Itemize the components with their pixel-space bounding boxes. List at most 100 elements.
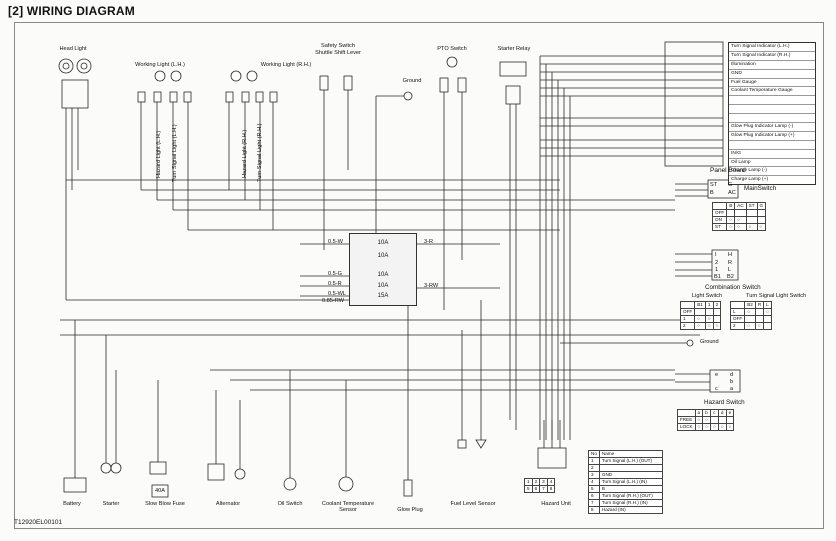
table-cell (729, 301, 746, 309)
shuttle-shift-lever-label: Shuttle Shift Lever (315, 50, 361, 56)
panel-board-terminal-list: Turn Signal Indicator (L.H.) Turn Signal… (728, 42, 816, 186)
hazard-terminal: c (715, 386, 718, 392)
fuse-wire-tag: 0.5-G (328, 271, 342, 277)
pto-switch-label: PTO Switch (437, 46, 467, 52)
table-cell: e (725, 409, 735, 417)
table-cell: 5 (524, 485, 533, 493)
panel-item (729, 114, 815, 124)
table-cell: 4 (588, 478, 600, 486)
figure-code: T12920EL00101 (14, 519, 63, 526)
diagram-frame (14, 22, 824, 529)
starter-label: Starter (102, 501, 120, 507)
table-cell: OFF (679, 308, 696, 316)
table-cell: c (710, 409, 719, 417)
table-cell: 6 (588, 492, 600, 500)
fuse-rating: 10A (377, 272, 389, 278)
table-cell: 2 (679, 322, 696, 330)
table-cell: GND (598, 471, 663, 479)
coolant-sensor-label: Coolant Temperature Sensor (321, 501, 375, 513)
panel-item: GND (729, 70, 815, 79)
table-cell: Name (598, 450, 663, 458)
table-cell: OFF (729, 315, 746, 323)
head-light-label: Head Light (59, 46, 87, 52)
panel-item: Oil Lamp (729, 159, 815, 168)
main-switch-terminal: B (710, 190, 714, 196)
hazard-light-lh-tag: Hazard Light (L.H.) (156, 130, 162, 178)
table-cell (679, 301, 696, 309)
turn-signal-switch-title: Turn Signal Light Switch (746, 293, 807, 299)
combination-terminal: R (728, 260, 733, 266)
table-cell: ON (711, 216, 728, 224)
table-cell: a (694, 409, 704, 417)
table-cell: 4 (546, 478, 556, 486)
fuse-rating-label: 40A (155, 488, 165, 494)
table-cell: Turn Signal (L.H.) (IN) (598, 478, 663, 486)
ground-top-label: Ground (402, 78, 422, 84)
battery-label: Battery (63, 501, 81, 507)
working-light-rh-label: Working Light (R.H.) (260, 62, 312, 68)
main-switch-table: B AC ST G OFF ON○○ ST○○○○ (711, 202, 767, 231)
table-cell: Hazard (IN) (598, 506, 663, 514)
table-cell: R (754, 301, 765, 309)
hazard-terminal: a (730, 386, 734, 392)
glow-plug-label: Glow Plug (397, 507, 423, 513)
table-cell: Turn Signal (L.H.) (OUT) (598, 457, 663, 465)
fuse-rating: 10A (377, 240, 389, 246)
combination-terminal: B1 (714, 274, 721, 280)
working-light-lh-label: Working Light (L.H.) (135, 62, 185, 68)
table-cell: G (756, 202, 767, 210)
hazard-unit-label: Hazard Unit (541, 501, 571, 507)
fuse-wire-tag: 0.5-WL (328, 291, 347, 297)
hazard-unit-terminals: 1 2 3 4 5 6 7 8 (524, 478, 556, 493)
table-cell: B (598, 485, 663, 493)
table-cell: 8 (588, 506, 600, 514)
table-cell: OFF (711, 209, 728, 217)
panel-item: Glow Plug Indicator Lamp (+) (729, 132, 815, 141)
panel-board-label: Panel Board (710, 167, 746, 174)
panel-item: Turn Signal Indicator (R.H.) (729, 52, 815, 61)
main-switch-terminal: ST (710, 182, 718, 188)
table-cell: 2 (712, 301, 722, 309)
table-cell: ST (711, 223, 728, 231)
combination-terminal: I (715, 252, 717, 258)
combination-terminal: B2 (727, 274, 734, 280)
table-cell: 1 (679, 315, 696, 323)
table-cell: 2 (531, 478, 541, 486)
turn-signal-light-rh-tag: Turn Signal Light (R.H.) (257, 123, 263, 182)
table-cell: 5 (588, 485, 600, 493)
oil-switch-label: Oil Switch (277, 501, 303, 507)
table-cell: 1 (524, 478, 533, 486)
table-cell (677, 409, 696, 417)
panel-item: Glow Plug Indicator Lamp (-) (729, 123, 815, 132)
table-cell: B2 (744, 301, 756, 309)
table-cell: 7 (539, 485, 548, 493)
panel-item: IN/G (729, 150, 815, 159)
table-cell: 8 (546, 485, 556, 493)
table-cell: 2 (729, 322, 746, 330)
slow-blow-fuse-label: Slow Blow Fuse (145, 501, 185, 507)
table-cell: No (588, 450, 600, 458)
table-cell: Turn Signal (R.H.) (OUT) (598, 492, 663, 500)
turn-signal-light-lh-tag: Turn Signal Light (L.H.) (172, 124, 178, 182)
panel-item: Turn Signal Indicator (L.H.) (729, 43, 815, 52)
hazard-switch-table: a b c d e FREE○○ LOCK○○○○○ (677, 409, 735, 431)
table-cell: d (717, 409, 727, 417)
panel-item: Coolant Temperature Gauge (729, 87, 815, 97)
table-cell: Turn Signal (R.H.) (IN) (598, 499, 663, 507)
combination-terminal: 1 (715, 267, 719, 273)
table-cell (711, 202, 728, 210)
main-switch-label: MainSwitch (744, 185, 777, 192)
table-cell: 2 (588, 464, 600, 472)
table-cell: B (726, 202, 736, 210)
fuse-rating: 10A (377, 253, 389, 259)
starter-relay-label: Starter Relay (497, 46, 531, 52)
table-cell: 7 (588, 499, 600, 507)
hazard-terminal: e (715, 372, 719, 378)
hazard-terminal: b (730, 379, 734, 385)
table-cell: 3 (588, 471, 600, 479)
table-cell: b (702, 409, 712, 417)
table-cell (598, 464, 663, 472)
fuse-box: 10A 10A 10A 10A 15A (349, 233, 417, 306)
